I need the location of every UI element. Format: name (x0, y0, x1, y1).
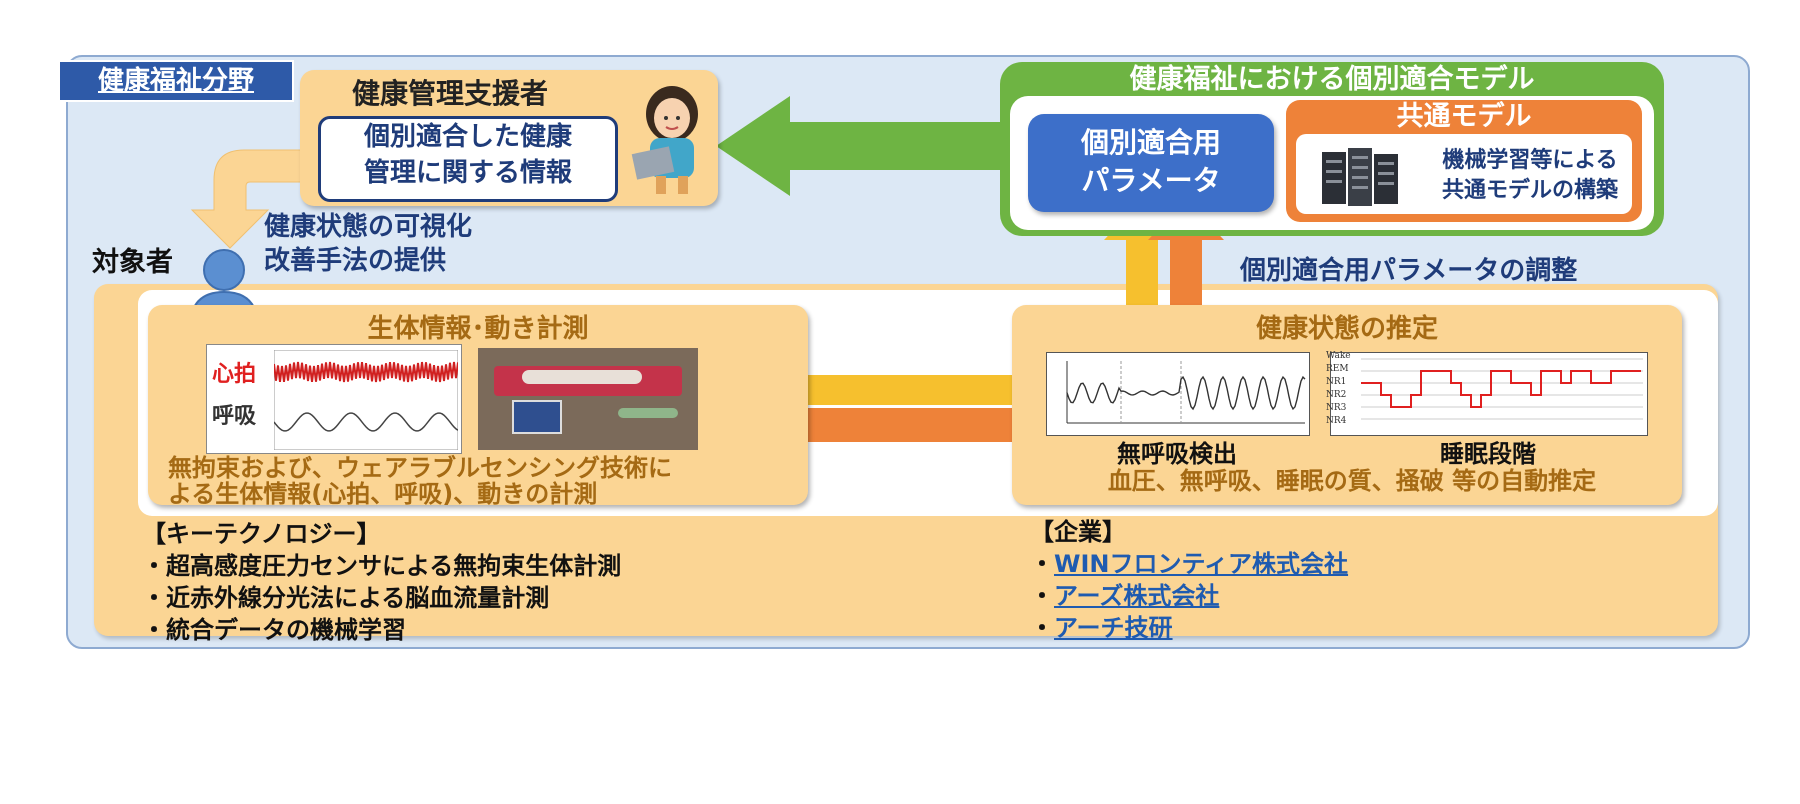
flow-bar-yellow (808, 375, 1014, 405)
model-title: 健康福祉における個別適合モデル (1129, 64, 1535, 95)
common-model-text: 機械学習等による 共通モデルの構築 (1420, 146, 1640, 206)
key-tech-item: ・近赤外線分光法による脳血流量計測 (142, 584, 550, 612)
support-info-line2: 管理に関する情報 (363, 158, 572, 188)
company-item: ・アーチ技研 (1030, 614, 1173, 642)
company-item: ・アーズ株式会社 (1030, 582, 1220, 610)
support-info-box: 個別適合した健康 管理に関する情報 (318, 116, 618, 202)
key-tech-heading: 【キーテクノロジー】 (142, 520, 381, 548)
key-tech-item: ・超高感度圧力センサによる無拘束生体計測 (142, 552, 622, 580)
key-tech-item: ・統合データの機械学習 (142, 616, 406, 644)
sleep-stage-label: Wake (1326, 351, 1351, 361)
visualize-line1: 健康状態の可視化 (264, 212, 473, 242)
green-left-arrow-icon (716, 96, 1006, 196)
measurement-desc-line1: 無拘束および、ウェアラブルセンシング技術に (168, 454, 672, 482)
sleep-label: 睡眠段階 (1440, 440, 1536, 468)
company-list: 【企業】 ・WINフロンティア株式会社 ・アーズ株式会社 ・アーチ技研 (1030, 516, 1348, 644)
sleeping-subject-photo (478, 348, 698, 450)
sleep-stage-label: NR3 (1326, 403, 1347, 413)
common-model-title: 共通モデル (1396, 101, 1532, 132)
common-line1: 機械学習等による (1442, 148, 1618, 173)
flow-bar-orange (808, 408, 1014, 442)
support-title: 健康管理支援者 (351, 77, 548, 110)
supporter-person-icon (631, 86, 698, 194)
curved-down-arrow-icon (190, 149, 324, 249)
company-link-ars[interactable]: アーズ株式会社 (1054, 582, 1220, 610)
estimation-desc: 血圧、無呼吸、睡眠の質、掻破 等の自動推定 (1107, 467, 1597, 495)
common-line2: 共通モデルの構築 (1441, 178, 1618, 203)
visualize-text: 健康状態の可視化 改善手法の提供 (264, 210, 472, 278)
server-rack-icon (1322, 148, 1398, 206)
vital-waveforms (274, 350, 458, 450)
apnea-chart (1046, 352, 1310, 436)
vital-wave-panel (206, 344, 462, 454)
heart-label: 心拍 (212, 362, 257, 387)
apnea-label: 無呼吸検出 (1117, 440, 1237, 468)
param-line1: 個別適合用 (1080, 126, 1221, 159)
support-info-line1: 個別適合した健康 (363, 122, 572, 152)
subject-label: 対象者 (92, 247, 173, 278)
breath-label: 呼吸 (212, 404, 257, 429)
sleep-stage-chart (1330, 352, 1648, 436)
visualize-line2: 改善手法の提供 (264, 246, 447, 276)
measurement-desc: 無拘束および、ウェアラブルセンシング技術に よる生体情報(心拍、呼吸)、動きの計… (168, 455, 808, 507)
adjust-label: 個別適合用パラメータの調整 (1240, 256, 1578, 286)
sleep-stage-label: REM (1326, 364, 1349, 374)
param-box: 個別適合用 パラメータ (1028, 114, 1274, 212)
estimation-title: 健康状態の推定 (1255, 314, 1438, 344)
company-heading: 【企業】 (1030, 518, 1126, 546)
sleep-stage-label: NR2 (1326, 390, 1347, 400)
sleep-stage-label: NR4 (1326, 416, 1347, 426)
measurement-desc-line2: よる生体情報(心拍、呼吸)、動きの計測 (168, 480, 598, 508)
company-link-win[interactable]: WINフロンティア株式会社 (1054, 550, 1349, 578)
measurement-title: 生体情報･動き計測 (367, 314, 589, 344)
company-item: ・WINフロンティア株式会社 (1030, 550, 1349, 578)
sleep-stage-label: NR1 (1326, 377, 1347, 387)
domain-tag: 健康福祉分野 (58, 60, 294, 102)
key-tech-list: 【キーテクノロジー】 ・超高感度圧力センサによる無拘束生体計測 ・近赤外線分光法… (142, 518, 621, 646)
param-line2: パラメータ (1081, 164, 1221, 197)
company-link-arch[interactable]: アーチ技研 (1054, 614, 1173, 642)
